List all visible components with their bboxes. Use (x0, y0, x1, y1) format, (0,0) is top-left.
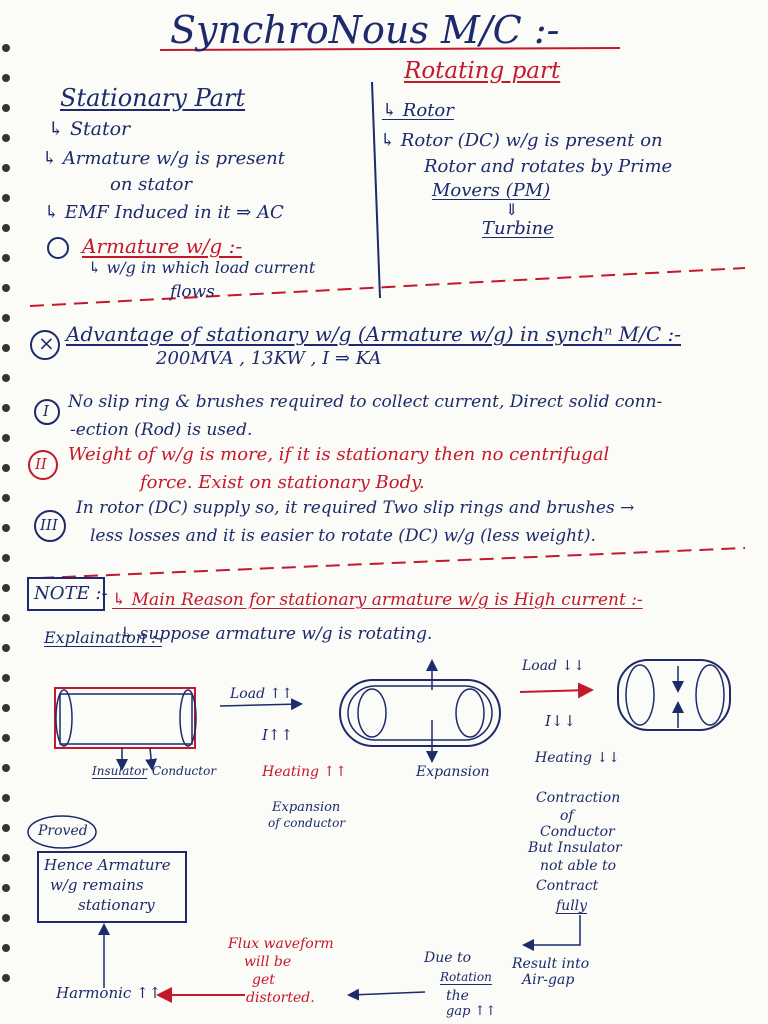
armature-marker-circle (47, 237, 69, 259)
point-2-line-b: force. Exist on stationary Body. (140, 472, 425, 493)
point-3-line-a: In rotor (DC) supply so, it required Two… (76, 498, 635, 518)
advantage-marker-circle (30, 330, 60, 360)
stationary-line-2a: ↳ Armature w/g is present (42, 148, 285, 169)
due-to-3: the (446, 988, 469, 1004)
conclusion-1: Hence Armature (44, 856, 171, 874)
contraction-2: of (560, 808, 574, 824)
contraction-1: Contraction (536, 790, 621, 806)
due-to-1: Due to (424, 950, 472, 966)
heating-down-label: Heating ↓↓ (535, 750, 620, 766)
section-divider-2 (39, 547, 746, 579)
note-box (27, 577, 105, 611)
note-main: ↳ Main Reason for stationary armature w/… (112, 590, 643, 610)
point-2-number: II (35, 455, 47, 473)
armature-heading: Armature w/g :- (82, 234, 243, 258)
point-2-line-a: Weight of w/g is more, if it is stationa… (68, 444, 610, 465)
contraction-5: not able to (540, 858, 617, 874)
point-3-number: III (40, 516, 58, 534)
flux-1: Flux waveform (228, 936, 334, 952)
rotating-heading: Rotating part (404, 58, 561, 84)
cylinder-1-outer (54, 687, 196, 749)
explanation-line: ↳ suppose armature w/g is rotating. (120, 624, 433, 644)
stationary-line-3: ↳ EMF Induced in it ⇒ AC (44, 202, 284, 223)
contraction-3: Conductor (540, 824, 615, 840)
conclusion-box (37, 851, 187, 923)
title-underline (159, 47, 621, 51)
ratings-line: 200MVA , 13KW , I ⇒ KA (156, 348, 382, 369)
expansion-conductor-1: Expansion (272, 800, 341, 815)
section-divider-1 (29, 267, 746, 307)
armature-definition-1: ↳ w/g in which load current (88, 258, 316, 277)
rotating-arrow: ⇓ (505, 200, 519, 219)
point-3-line-b: less losses and it is easier to rotate (… (90, 526, 596, 546)
cylinder-3-outer (617, 659, 731, 731)
armature-definition-2: flows (170, 282, 215, 302)
harmonic-label: Harmonic ↑↑ (56, 984, 162, 1002)
insulator-label: Insulator (92, 764, 148, 778)
due-to-2: Rotation (440, 970, 492, 984)
current-up-label: I↑↑ (262, 726, 294, 744)
flux-3: get (252, 972, 275, 988)
load-down-label: Load ↓↓ (522, 658, 585, 674)
conductor-label: Conductor (152, 764, 217, 778)
stationary-heading: Stationary Part (60, 84, 246, 112)
conclusion-2: w/g remains (50, 876, 144, 894)
contraction-7: fully (556, 898, 588, 914)
expansion-conductor-2: of conductor (268, 816, 346, 830)
explanation-heading: Explaination :- (44, 628, 162, 647)
result-1: Result into (512, 956, 590, 972)
due-to-4: gap ↑↑ (446, 1004, 497, 1019)
stationary-line-2b: on stator (110, 174, 193, 195)
point-1-line-a: No slip ring & brushes required to colle… (68, 392, 663, 412)
proved-label: Proved (38, 823, 88, 839)
contraction-6: Contract (536, 878, 599, 894)
current-down-label: I↓↓ (545, 712, 577, 730)
result-2: Air-gap (522, 972, 575, 988)
point-1-line-b: -ection (Rod) is used. (70, 420, 253, 440)
spiral-binding (0, 0, 14, 1024)
expansion-label: Expansion (416, 764, 490, 780)
flux-4: distorted. (246, 990, 315, 1006)
point-2-circle (28, 450, 58, 480)
rotating-line-2c: Movers (PM) (432, 180, 551, 201)
rotating-line-2b: Rotor and rotates by Prime (424, 156, 673, 177)
conclusion-3: stationary (78, 896, 155, 914)
point-1-circle (34, 399, 60, 425)
point-3-circle (34, 510, 66, 542)
advantage-marker: × (38, 331, 55, 355)
advantage-heading: Advantage of stationary w/g (Armature w/… (66, 322, 682, 346)
cylinder-1-inner (59, 693, 193, 745)
load-up-label: Load ↑↑ (230, 686, 293, 702)
contraction-4: But Insulator (528, 840, 622, 856)
proved-oval (27, 815, 97, 849)
column-divider (371, 81, 381, 299)
stationary-line-1: ↳ Stator (48, 118, 131, 140)
turbine-label: Turbine (482, 218, 554, 239)
rotating-line-1: ↳ Rotor (382, 100, 454, 121)
rotating-line-2a: ↳ Rotor (DC) w/g is present on (380, 130, 663, 151)
point-1-number: I (43, 402, 49, 420)
page-title: SynchroNous M/C :- (170, 8, 560, 52)
cylinder-2-outer (339, 679, 501, 747)
note-label: NOTE :- (34, 583, 108, 604)
heating-up-label: Heating ↑↑ (262, 764, 347, 780)
flux-2: will be (244, 954, 292, 970)
